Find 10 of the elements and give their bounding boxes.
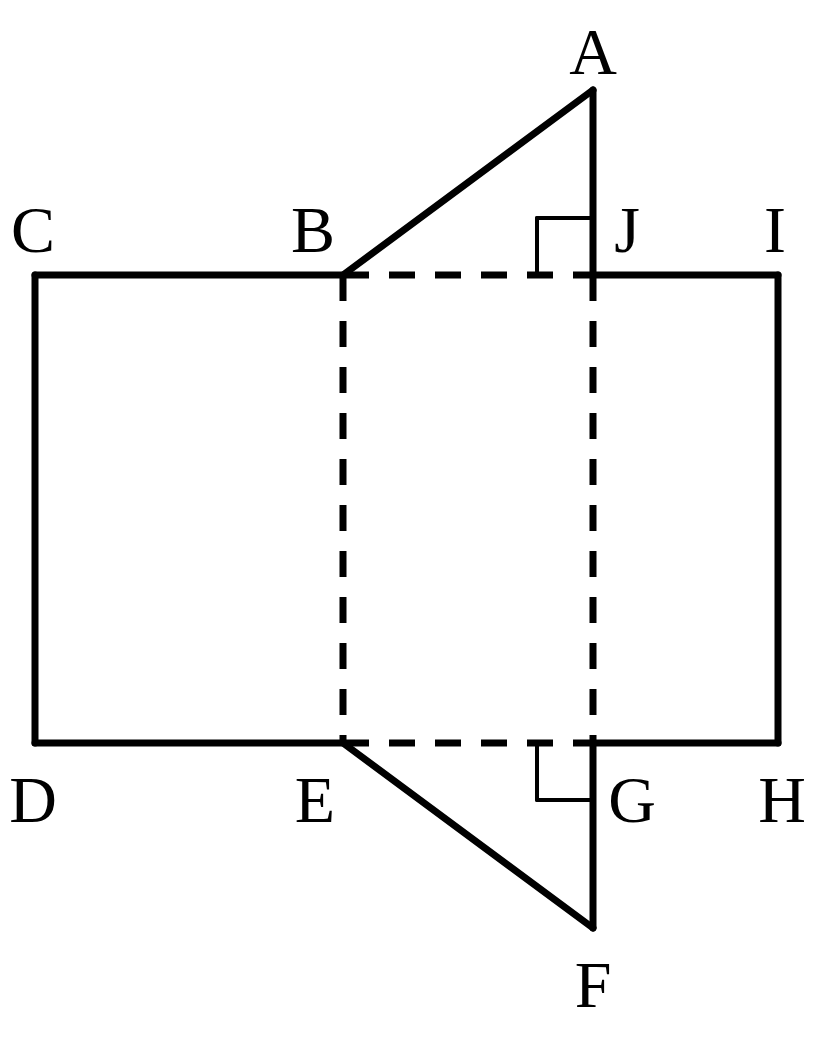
point-label: D	[9, 767, 57, 833]
point-label: A	[569, 19, 617, 85]
point-label: E	[294, 767, 336, 833]
point-label: J	[614, 197, 640, 263]
point-label: F	[574, 952, 612, 1018]
point-label: H	[758, 767, 806, 833]
point-label: C	[11, 197, 55, 263]
point-label: G	[608, 767, 656, 833]
point-label: B	[291, 197, 335, 263]
point-label: I	[764, 197, 786, 263]
